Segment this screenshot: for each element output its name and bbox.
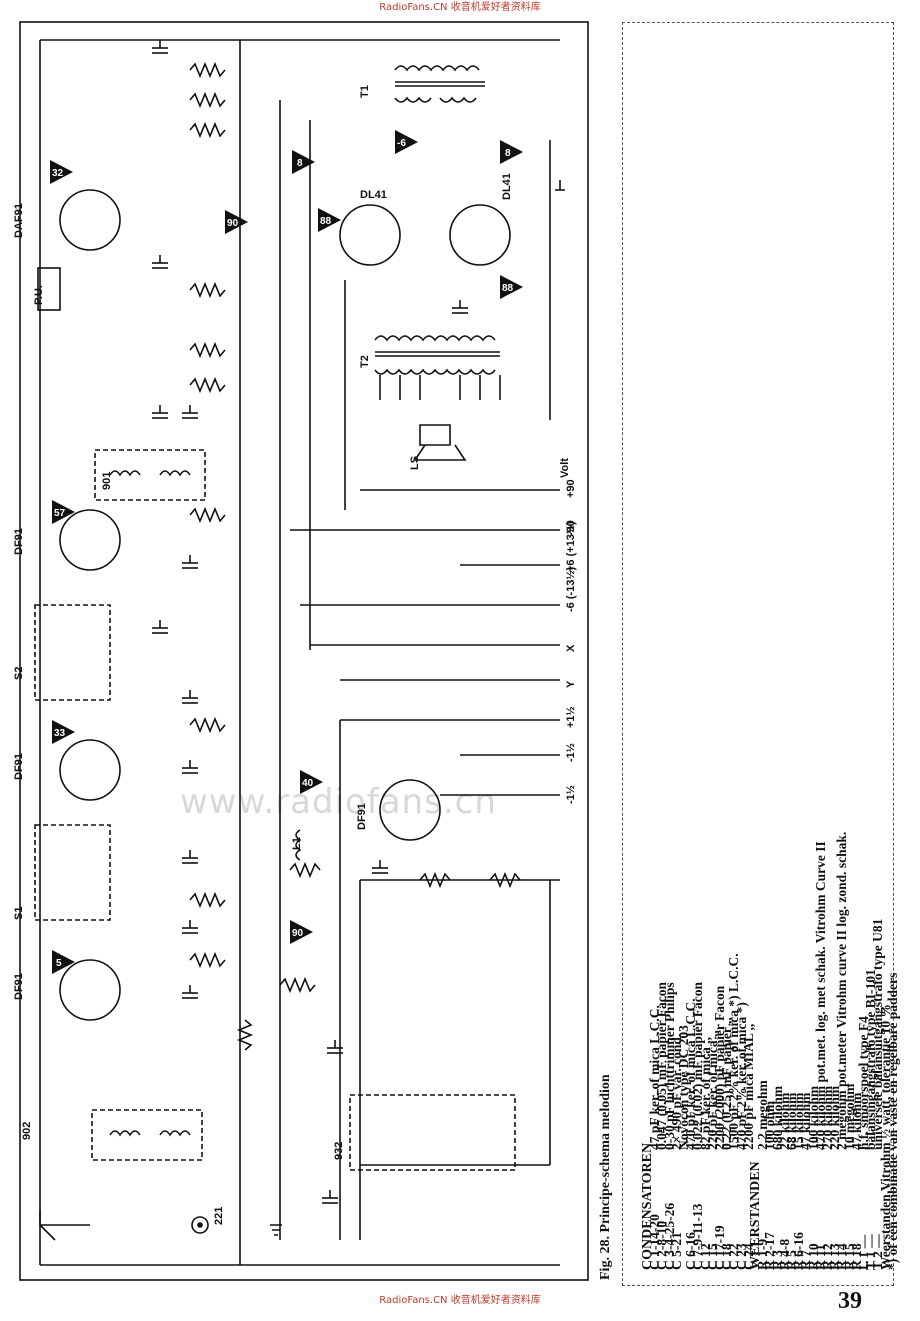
svg-text:X: X bbox=[565, 644, 577, 652]
legend-desc: 2200 pF mica MIAL ,, bbox=[740, 1023, 756, 1150]
page-number: 39 bbox=[838, 1288, 862, 1314]
watermark-bottom: RadioFans.CN 收音机爱好者资料库 bbox=[379, 1295, 541, 1306]
svg-text:DF91: DF91 bbox=[13, 753, 25, 780]
svg-text:932: 932 bbox=[333, 1142, 345, 1160]
svg-text:DAF91: DAF91 bbox=[13, 203, 25, 238]
svg-text:+90: +90 bbox=[565, 479, 577, 498]
svg-text:P.U.: P.U. bbox=[33, 285, 45, 305]
svg-text:DL41: DL41 bbox=[501, 173, 513, 200]
svg-text:S1: S1 bbox=[13, 907, 25, 920]
svg-text:32: 32 bbox=[52, 168, 64, 179]
watermark-top: RadioFans.CN 收音机爱好者资料库 bbox=[379, 2, 541, 13]
svg-text:901: 901 bbox=[101, 472, 113, 490]
svg-text:5: 5 bbox=[56, 958, 62, 969]
svg-text:40: 40 bbox=[302, 778, 314, 789]
svg-text:T1: T1 bbox=[359, 85, 371, 98]
svg-text:DL41: DL41 bbox=[360, 189, 387, 201]
svg-text:902: 902 bbox=[21, 1122, 33, 1140]
svg-text:+6 (+13½): +6 (+13½) bbox=[565, 521, 577, 572]
schematic-frame bbox=[19, 21, 589, 1281]
svg-text:DF91: DF91 bbox=[356, 803, 368, 830]
svg-text:221: 221 bbox=[213, 1207, 225, 1225]
svg-text:T2: T2 bbox=[359, 355, 371, 368]
svg-text:+1½: +1½ bbox=[565, 706, 577, 728]
svg-text:Volt: Volt bbox=[559, 458, 571, 478]
svg-text:-90: -90 bbox=[565, 520, 577, 536]
svg-text:90: 90 bbox=[292, 928, 304, 939]
svg-text:LS: LS bbox=[409, 456, 421, 470]
svg-text:L1: L1 bbox=[291, 837, 303, 850]
svg-text:8: 8 bbox=[297, 158, 303, 169]
watermark-diagonal: www.radiofans.cn bbox=[180, 782, 497, 822]
svg-text:57: 57 bbox=[54, 508, 66, 519]
svg-text:90: 90 bbox=[227, 218, 239, 229]
svg-text:-1½: -1½ bbox=[565, 785, 577, 804]
svg-text:88: 88 bbox=[502, 283, 514, 294]
svg-text:DF91: DF91 bbox=[13, 528, 25, 555]
legend-footer-note: *) of een combinatie van vaste en regelb… bbox=[884, 972, 900, 1270]
svg-text:DF91: DF91 bbox=[13, 973, 25, 1000]
svg-text:88: 88 bbox=[320, 216, 332, 227]
svg-text:S2: S2 bbox=[13, 667, 25, 680]
svg-text:8: 8 bbox=[505, 148, 511, 159]
svg-text:33: 33 bbox=[54, 728, 66, 739]
figure-caption: Fig. 28. Principe-schema melodion bbox=[598, 1074, 613, 1280]
svg-text:-6 (-13½): -6 (-13½) bbox=[565, 566, 577, 612]
svg-text:-1½: -1½ bbox=[565, 743, 577, 762]
svg-text:Y: Y bbox=[565, 680, 577, 688]
component-legend bbox=[622, 22, 894, 1286]
svg-text:-6: -6 bbox=[397, 138, 406, 149]
